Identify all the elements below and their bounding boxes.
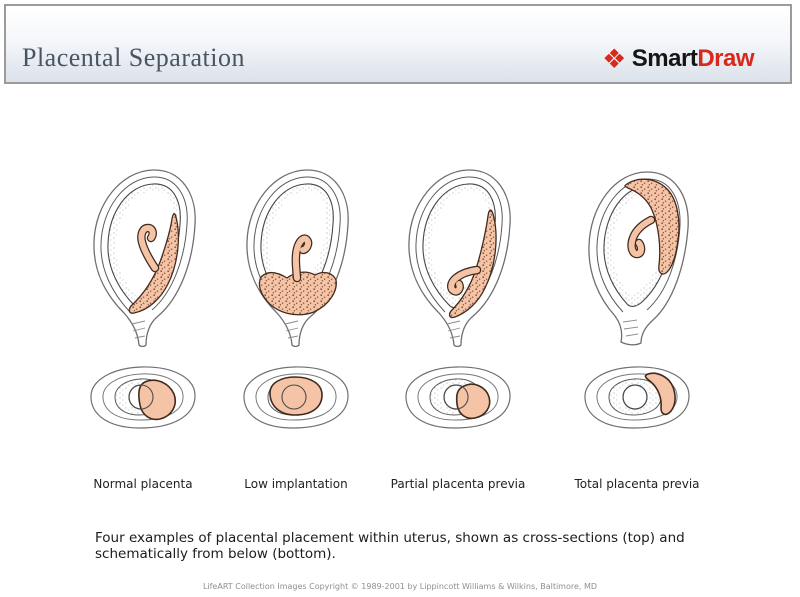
page-title: Placental Separation: [22, 43, 245, 72]
caption-line-1: Four examples of placental placement wit…: [95, 530, 685, 546]
cervix-ridges: [131, 320, 146, 339]
cervix-ridges: [446, 320, 461, 339]
uterus-cross-section-total-previa: [588, 171, 689, 346]
placenta-shape: [644, 372, 676, 416]
cervix-ridges: [284, 320, 299, 339]
cervix-ridges: [622, 319, 639, 337]
figure-caption: Four examples of placental placement wit…: [95, 530, 685, 562]
placenta-shape: [455, 383, 491, 420]
uterus-schematic-partial-previa: [405, 366, 511, 429]
caption-line-2: schematically from below (bottom).: [95, 546, 336, 562]
copyright-credit: LifeART Collection Images Copyright © 19…: [202, 582, 598, 591]
figure-column-normal-placenta: Normal placenta: [63, 0, 223, 597]
uterus-cross-section-low-implantation: [246, 169, 349, 347]
slide-header: Placental Separation ❖ Smart Draw: [4, 4, 792, 84]
uterus-schematic-normal: [90, 366, 196, 429]
figure-label: Low implantation: [244, 477, 348, 491]
logo-text-draw: Draw: [697, 45, 754, 72]
uterus-cross-section-normal: [93, 169, 196, 347]
figure-column-total-previa: Total placenta previa: [557, 0, 717, 597]
uterine-wall-inner-line: [100, 176, 188, 313]
uterus-schematic-total-previa: [584, 366, 690, 429]
smartdraw-diamonds-icon: ❖: [602, 43, 626, 74]
placenta-shape: [138, 379, 176, 421]
logo-text-smart: Smart: [631, 45, 698, 72]
uterus-schematic-low-implantation: [243, 366, 349, 429]
placenta-shape: [269, 376, 323, 416]
figure-label: Partial placenta previa: [390, 477, 526, 491]
figure-column-low-implantation: Low implantation: [216, 0, 376, 597]
figure-column-partial-previa: Partial placenta previa: [378, 0, 538, 597]
uterus-cross-section-partial-previa: [408, 169, 511, 347]
smartdraw-logo: ❖ Smart Draw: [602, 45, 754, 73]
figure-label: Normal placenta: [93, 477, 193, 491]
figure-label: Total placenta previa: [574, 477, 700, 491]
